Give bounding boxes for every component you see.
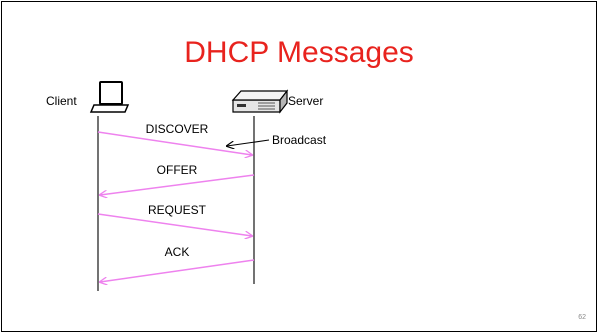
server-label: Server [288,94,324,108]
offer-arrow [100,174,255,195]
discover-label: DISCOVER [145,122,209,136]
server-icon [231,89,289,114]
request-arrow [97,213,252,236]
laptop-icon [89,81,130,113]
client-label: Client [46,94,77,108]
broadcast-label: Broadcast [272,133,327,147]
ack-label: ACK [164,245,190,259]
page-number: 62 [578,314,586,321]
discover-arrow [97,131,252,155]
offer-label: OFFER [156,163,198,177]
broadcast-pointer [227,139,270,146]
ack-arrow [100,259,255,282]
request-label: REQUEST [147,203,206,217]
slide-title: DHCP Messages [184,36,414,69]
